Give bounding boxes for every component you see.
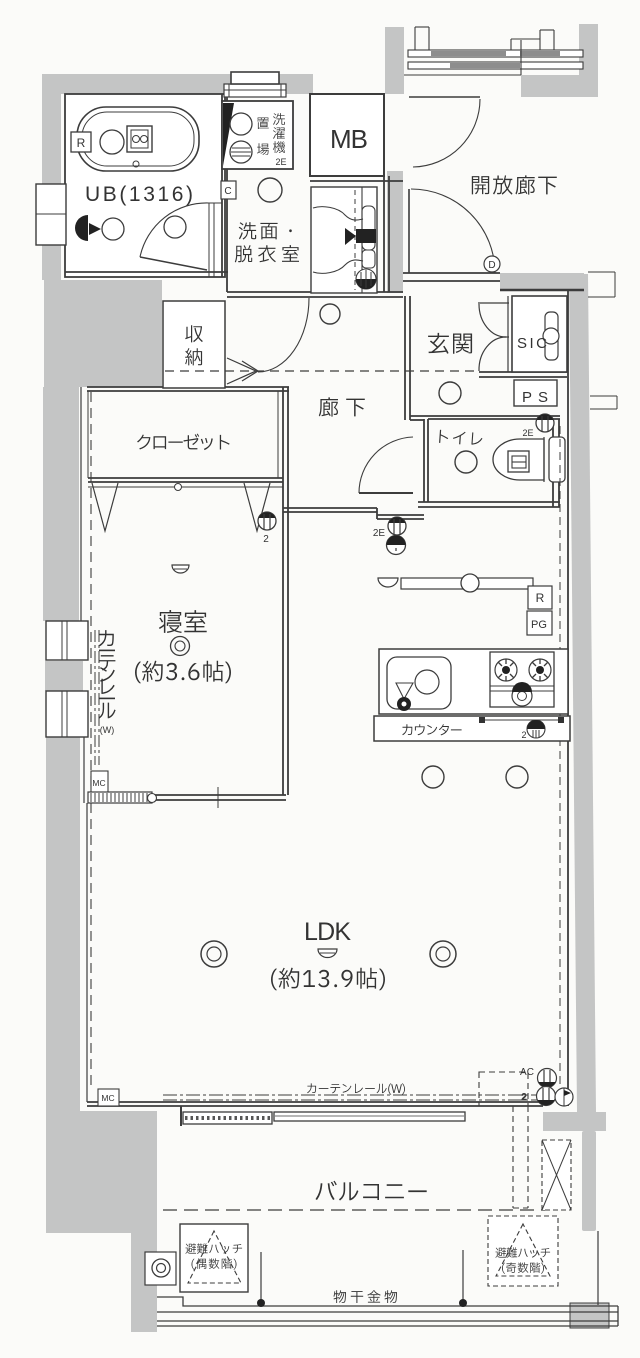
svg-text:2: 2 (263, 534, 269, 545)
svg-text:LDK: LDK (304, 918, 351, 946)
svg-text:UB(1316): UB(1316) (85, 183, 193, 206)
svg-text:D: D (488, 260, 495, 271)
svg-text:MC: MC (101, 1093, 114, 1103)
svg-text:(W): (W) (100, 725, 115, 735)
svg-text:C: C (224, 186, 231, 197)
svg-text:R: R (536, 591, 545, 605)
svg-text:2E: 2E (275, 157, 286, 167)
svg-text:2: 2 (521, 730, 526, 740)
svg-text:PG: PG (531, 619, 547, 631)
svg-text:2E: 2E (522, 428, 533, 438)
svg-text:AC: AC (520, 1067, 534, 1078)
svg-text:MB: MB (330, 124, 368, 154)
svg-text:2E: 2E (373, 528, 386, 539)
svg-text:2: 2 (521, 1092, 526, 1102)
svg-text:SIC: SIC (517, 335, 547, 352)
svg-text:MC: MC (92, 778, 105, 788)
svg-text:R: R (77, 136, 86, 150)
